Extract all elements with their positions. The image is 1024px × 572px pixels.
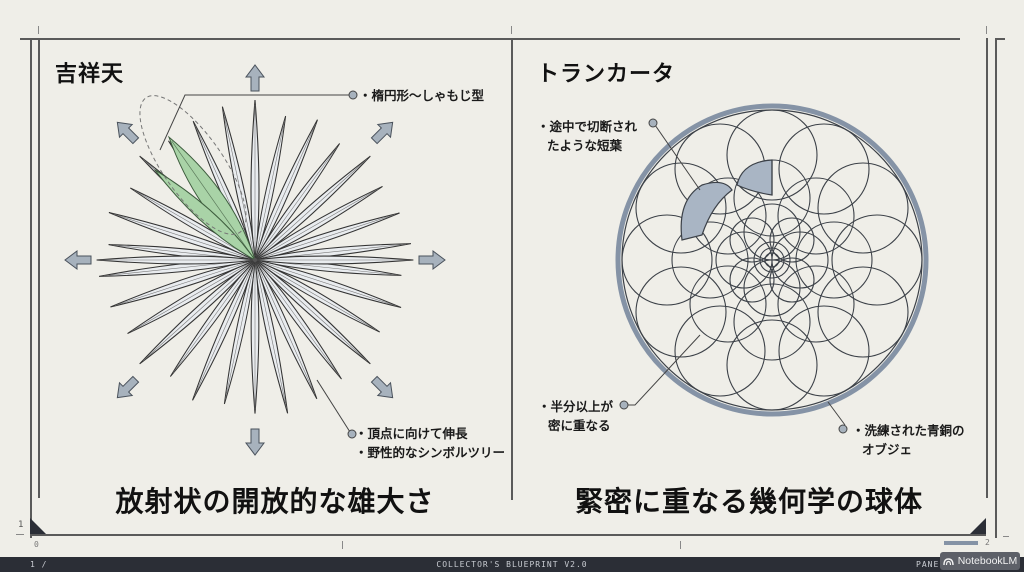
frame-left-outer [30, 38, 32, 538]
tick-top-center [511, 26, 512, 34]
annotation-bronze-object: ・洗練された青銅の オブジェ [852, 423, 965, 457]
bottom-left-index: 0 [34, 540, 39, 549]
notebooklm-logo-icon [943, 557, 954, 565]
notebooklm-watermark: NotebookLM [940, 552, 1020, 570]
frame-left-top-cap [20, 38, 30, 40]
tick-bottom-right [1003, 536, 1009, 537]
watermark-label: NotebookLM [957, 555, 1018, 567]
left-panel-caption: 放射状の開放的な雄大さ [115, 485, 435, 518]
left-panel-title: 吉祥天 [55, 62, 125, 87]
frame-left-inner [38, 38, 40, 498]
corner-marker-bottom-left [30, 518, 46, 534]
page-scrollbar[interactable] [944, 541, 978, 545]
status-page-indicator: 1 / [30, 560, 48, 569]
tick-bottom-center2 [680, 541, 681, 549]
annotation-dense-overlap: ・半分以上が 密に重なる [538, 399, 614, 433]
annotation-truncated-leaves: ・途中で切断され たような短葉 [537, 119, 638, 153]
frame-right-outer [995, 38, 997, 538]
annotation-leaf-shape: ・楕円形〜しゃもじ型 [359, 88, 485, 103]
tick-top-right [986, 26, 987, 34]
tick-bottom-center [342, 541, 343, 549]
status-panel-label: PANEL [916, 560, 946, 569]
frame-bottom-line [30, 534, 986, 536]
right-panel-caption: 緊密に重なる幾何学の球体 [574, 485, 923, 518]
frame-top-line [20, 38, 960, 40]
panel-divider [511, 38, 513, 500]
frame-right-top-cap [995, 38, 1005, 40]
page-number-right: 2 [985, 538, 990, 547]
tick-top-left [38, 26, 39, 34]
right-panel-title: トランカータ [537, 62, 676, 87]
annotation-elongation: ・頂点に向けて伸長 ・野性的なシンボルツリー [355, 426, 506, 460]
corner-marker-bottom-right [970, 518, 986, 534]
page-number-left: 1 [18, 520, 24, 530]
status-title: COLLECTOR'S BLUEPRINT V2.0 [436, 560, 588, 569]
callout-dot-bronze [838, 424, 848, 434]
status-bar: 1 / COLLECTOR'S BLUEPRINT V2.0 PANEL [0, 557, 1024, 572]
frame-right-inner [986, 38, 988, 498]
radial-starburst-illustration [64, 64, 446, 456]
tick-left-num [16, 534, 24, 535]
overlapping-sphere-illustration [615, 103, 929, 426]
